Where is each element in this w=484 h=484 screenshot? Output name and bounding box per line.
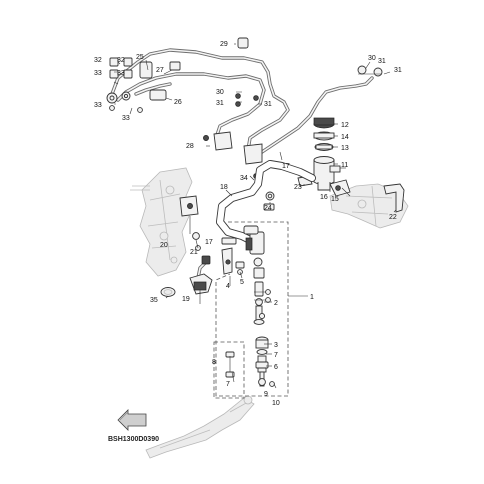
callout-32a: 32 [94,57,102,64]
reservoir-hose [216,160,316,244]
callout-8: 8 [212,359,216,366]
group-outline [213,221,289,399]
callout-35: 35 [150,297,158,304]
callout-5: 5 [240,279,244,286]
frame-bracket-ghost [130,167,193,277]
callout-3: 3 [274,342,278,349]
callout-24: 24 [264,205,272,212]
callout-numbers: 1 2 3 4 5 6 7 7 8 9 10 11 12 13 14 15 16… [94,41,402,407]
callout-17a: 17 [282,163,290,170]
callout-32b: 32 [117,57,125,64]
callout-1: 1 [310,294,314,301]
diagram-code: BSH1300D0390 [108,436,159,443]
callout-17b: 17 [205,239,213,246]
callout-7a: 7 [274,352,278,359]
callout-13: 13 [341,145,349,152]
master-cylinder [243,225,275,387]
callout-15: 15 [331,196,339,203]
linkage-8 [225,351,235,378]
callout-10: 10 [272,400,280,407]
callout-33a: 33 [94,70,102,77]
callout-27: 27 [156,67,164,74]
callout-19: 19 [182,296,190,303]
callout-4: 4 [226,283,230,290]
leader-lines [113,43,397,389]
callout-34: 34 [240,175,248,182]
callout-11: 11 [341,162,348,169]
callout-20: 20 [160,242,168,249]
callout-30a: 30 [216,89,224,96]
callout-25: 25 [136,54,144,61]
brake-pipe-upper [110,48,290,152]
reservoir-assembly [313,117,341,191]
footrest-ghost [329,183,409,229]
callout-33b: 33 [117,70,125,77]
brake-pedal-ghost [145,395,255,459]
callout-31c: 31 [378,58,386,65]
front-direction-arrow-icon [117,409,147,431]
callout-26: 26 [174,99,182,106]
callout-31d: 31 [394,67,402,74]
pipe-bracket [203,93,263,179]
callout-18: 18 [220,184,228,191]
callout-21: 21 [190,249,198,256]
sensor-assembly [160,195,213,304]
pipe-joint-upper [106,37,249,104]
callout-30b: 30 [368,55,376,62]
callout-31b: 31 [264,101,272,108]
callout-29: 29 [220,41,228,48]
callout-31a: 31 [216,100,224,107]
callout-2: 2 [274,300,278,307]
switch-parts [221,237,245,275]
brake-pipe-right [248,65,383,162]
callout-9: 9 [264,391,268,398]
bracket-22 [383,183,405,213]
callout-23: 23 [294,184,302,191]
callout-22: 22 [389,214,397,221]
callout-7b: 7 [226,381,230,388]
callout-33c: 33 [94,102,102,109]
callout-12: 12 [341,122,349,129]
callout-33d: 33 [122,115,130,122]
callout-16: 16 [320,194,328,201]
callout-6: 6 [274,364,278,371]
callout-14: 14 [341,134,349,141]
callout-28: 28 [186,143,194,150]
